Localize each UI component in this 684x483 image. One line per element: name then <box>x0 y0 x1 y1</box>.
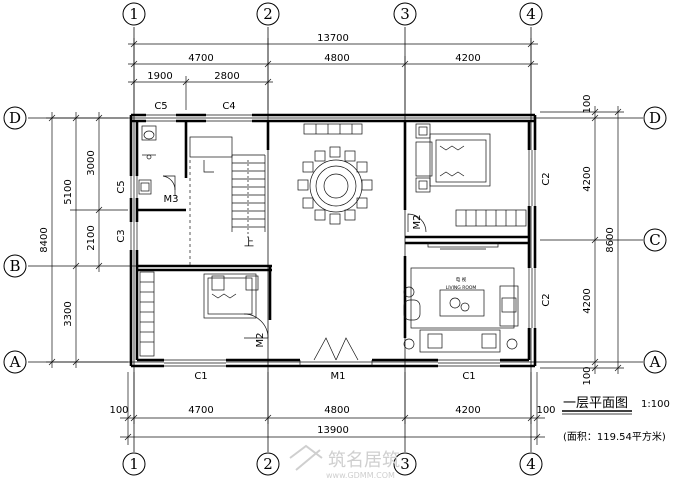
door-m3-label: M3 <box>164 194 179 205</box>
dim-left-outer: 8400 <box>39 227 50 252</box>
drawing-title: 一层平面图 <box>563 396 628 411</box>
lower-bedroom-furniture <box>139 271 269 357</box>
dim-right-edge-top: 100 <box>582 94 593 113</box>
window-c5-top-label: C5 <box>154 101 167 112</box>
axis-bubble-a-left: A <box>3 350 27 374</box>
left-dimension-lines <box>46 112 128 368</box>
axis-bubble-1-bottom: 1 <box>122 452 146 476</box>
axis-bubble-4-top: 4 <box>519 2 543 26</box>
axis-bubble-b-left: B <box>3 254 27 278</box>
axis-bubble-a-right: A <box>643 350 667 374</box>
title-block <box>562 410 632 415</box>
tv-small-label: 电 视 <box>456 276 467 283</box>
upper-bedroom-furniture <box>407 123 527 233</box>
dim-right-inner-2: 4200 <box>582 288 593 313</box>
watermark <box>289 444 323 471</box>
dim-bottom-edge-left: 100 <box>109 405 128 416</box>
svg-text:3: 3 <box>400 5 410 23</box>
dim-right-outer: 8600 <box>605 227 616 252</box>
svg-text:D: D <box>9 109 21 127</box>
area-note: (面积：119.54平方米) <box>563 430 666 443</box>
dim-right-edge-bottom: 100 <box>582 366 593 385</box>
svg-text:4: 4 <box>526 455 536 473</box>
axis-bubble-2-bottom: 2 <box>256 452 280 476</box>
dim-top-sub-2: 2800 <box>214 71 239 82</box>
dim-bottom-edge-right: 100 <box>536 405 555 416</box>
axis-bubble-c-right: C <box>643 228 667 252</box>
dim-top-span-1: 4700 <box>188 53 213 64</box>
svg-text:2: 2 <box>263 5 273 23</box>
dim-top-span-2: 4800 <box>324 53 349 64</box>
right-dimension-lines <box>540 106 624 374</box>
axis-bubble-d-left: D <box>3 106 27 130</box>
axis-bubble-4-bottom: 4 <box>519 452 543 476</box>
svg-text:B: B <box>9 257 20 275</box>
top-dimension-lines <box>128 38 538 110</box>
dim-bottom-span-1: 4700 <box>188 405 213 416</box>
dim-bottom-total: 13900 <box>317 425 349 436</box>
axis-bubble-2-top: 2 <box>256 2 280 26</box>
dim-bottom-span-2: 4800 <box>324 405 349 416</box>
svg-text:D: D <box>649 109 661 127</box>
dim-left-mid-1: 5100 <box>63 179 74 204</box>
bottom-dimension-lines <box>120 372 545 445</box>
staircase <box>189 136 266 266</box>
front-door <box>299 337 373 366</box>
living-room-label: LIVING ROOM <box>446 285 477 291</box>
window-c2-upper-label: C2 <box>541 172 552 185</box>
window-c3-label: C3 <box>116 229 127 242</box>
drawing-scale: 1:100 <box>641 399 670 410</box>
watermark-brand: 筑名居筑 <box>328 450 400 471</box>
axis-bubble-3-top: 3 <box>393 2 417 26</box>
svg-text:4: 4 <box>526 5 536 23</box>
watermark-logo-icon <box>289 444 323 471</box>
window-c4-label: C4 <box>222 101 235 112</box>
axis-bubble-1-top: 1 <box>122 2 146 26</box>
living-room-furniture <box>403 242 519 353</box>
watermark-site: www.GDMM.COM <box>326 471 395 480</box>
svg-text:3: 3 <box>400 455 410 473</box>
dining-table <box>297 123 373 225</box>
windows <box>129 113 537 368</box>
svg-text:1: 1 <box>129 5 139 23</box>
door-m2-upper-label: M2 <box>412 215 423 230</box>
svg-text:A: A <box>649 353 661 371</box>
svg-text:A: A <box>9 353 21 371</box>
axis-bubble-d-right: D <box>643 106 667 130</box>
axis-bubble-3-bottom: 3 <box>393 452 417 476</box>
dim-bottom-span-3: 4200 <box>455 405 480 416</box>
window-c1-left-label: C1 <box>194 371 207 382</box>
door-m1-label: M1 <box>331 371 346 382</box>
dim-left-inner-2: 2100 <box>86 225 97 250</box>
door-m2-lower-label: M2 <box>255 333 266 348</box>
exterior-walls <box>129 113 537 368</box>
dim-top-span-3: 4200 <box>455 53 480 64</box>
interior-walls <box>137 121 529 338</box>
svg-text:1: 1 <box>129 455 139 473</box>
dim-right-inner-1: 4200 <box>582 166 593 191</box>
window-c2-lower-label: C2 <box>541 293 552 306</box>
dim-left-mid-2: 3300 <box>63 301 74 326</box>
stair-up-label: 上 <box>244 237 254 249</box>
dim-left-inner-1: 3000 <box>86 150 97 175</box>
window-c1-right-label: C1 <box>462 371 475 382</box>
dim-top-sub-1: 1900 <box>147 71 172 82</box>
window-c5-side-label: C5 <box>116 180 127 193</box>
svg-text:2: 2 <box>263 455 273 473</box>
bathroom-fixtures <box>138 125 176 195</box>
dim-top-total: 13700 <box>317 33 349 44</box>
svg-text:C: C <box>649 231 660 249</box>
